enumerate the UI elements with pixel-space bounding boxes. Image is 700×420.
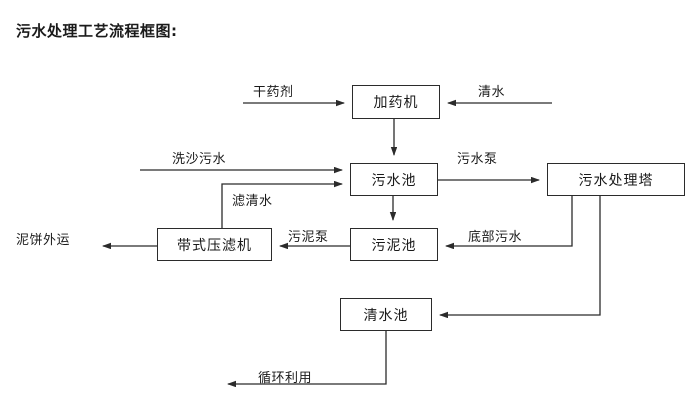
node-clean-water-pool[interactable]: 清水池 <box>340 298 432 331</box>
node-label: 污水处理塔 <box>578 172 654 189</box>
edge-tower-to-clean-water <box>439 196 601 319</box>
node-label: 污水池 <box>371 172 417 189</box>
node-label: 污泥池 <box>371 237 417 254</box>
terminal-label-mud-cake-out: 泥饼外运 <box>16 233 71 248</box>
node-sewage-treatment-tower[interactable]: 污水处理塔 <box>547 163 685 196</box>
node-label: 带式压滤机 <box>177 237 252 254</box>
edge-label-filtrate-water: 滤清水 <box>232 194 273 209</box>
edge-label-dry-reagent: 干药剂 <box>253 85 294 100</box>
edge-label-recycle-reuse: 循环利用 <box>258 371 313 386</box>
edge-label-sewage-pump: 污水泵 <box>457 152 498 167</box>
node-label: 清水池 <box>363 307 409 324</box>
edge-bottom-sewage <box>445 196 573 250</box>
node-sludge-pool[interactable]: 污泥池 <box>350 228 438 261</box>
node-label: 加药机 <box>373 95 419 111</box>
edge-label-sludge-pump: 污泥泵 <box>288 230 329 245</box>
edge-label-sand-wash-sewage: 洗沙污水 <box>172 152 227 167</box>
node-belt-filter-press[interactable]: 带式压滤机 <box>157 228 272 261</box>
edge-recycle-reuse <box>227 331 387 388</box>
edge-label-bottom-sewage: 底部污水 <box>468 230 523 245</box>
edge-filtrate-water <box>221 180 343 228</box>
page-title: 污水处理工艺流程框图: <box>16 22 178 40</box>
node-sewage-pool[interactable]: 污水池 <box>350 163 438 196</box>
edge-label-clear-water: 清水 <box>478 85 506 100</box>
node-dosing-machine[interactable]: 加药机 <box>352 85 440 119</box>
